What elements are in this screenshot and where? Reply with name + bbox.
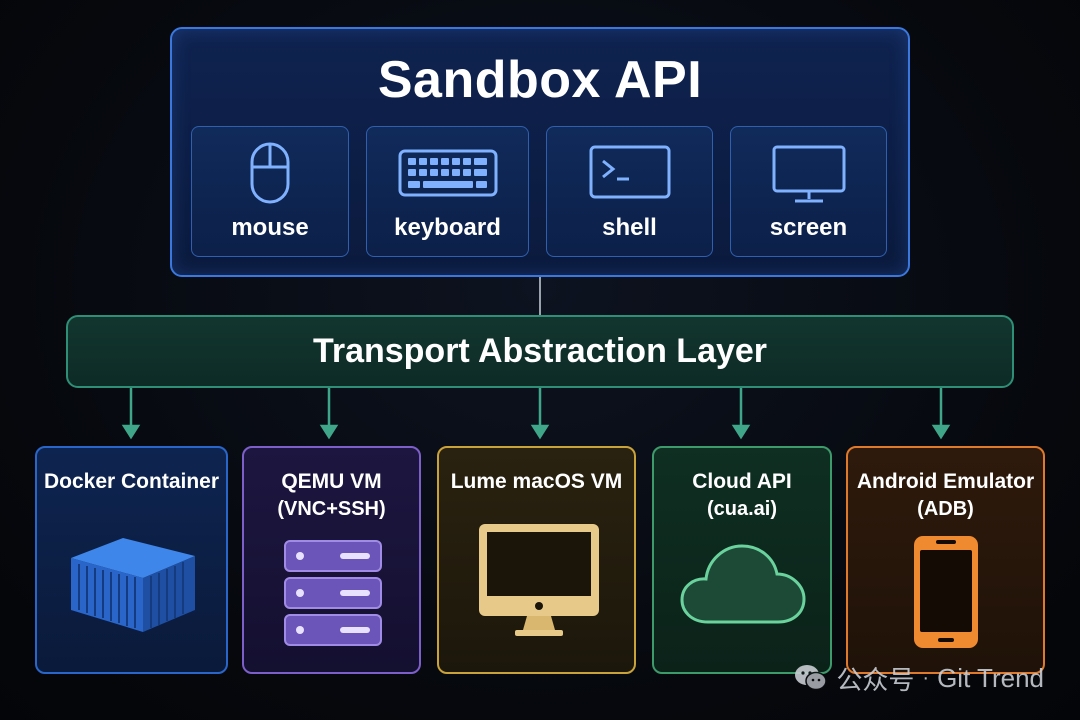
keyboard-icon xyxy=(367,141,528,205)
backend-docker: Docker Container xyxy=(35,446,228,674)
cloud-icon xyxy=(680,544,806,624)
api-tile-label: shell xyxy=(602,214,657,241)
backend-title: Lume macOS VM xyxy=(450,470,623,493)
watermark: 公众号 · Git Trend xyxy=(794,660,1044,696)
mouse-icon xyxy=(192,141,348,205)
api-tile-mouse: mouse xyxy=(191,126,349,257)
desktop-computer-icon xyxy=(479,524,599,636)
backend-qemu: QEMU VM (VNC+SSH) xyxy=(242,446,421,674)
api-tile-shell: shell xyxy=(546,126,713,257)
backend-subtitle: (VNC+SSH) xyxy=(277,498,386,520)
backend-subtitle: (ADB) xyxy=(917,498,974,520)
watermark-source: 公众号 xyxy=(836,664,915,695)
backend-title: QEMU VM xyxy=(281,470,382,493)
backend-title: Android Emulator xyxy=(856,470,1035,493)
api-tile-screen: screen xyxy=(730,126,887,257)
server-stack-icon xyxy=(284,540,382,646)
sandbox-api-title: Sandbox API xyxy=(377,51,703,109)
transport-layer-box xyxy=(66,315,1014,388)
backend-android: Android Emulator (ADB) xyxy=(846,446,1045,674)
smartphone-icon xyxy=(914,536,978,648)
api-tile-keyboard: keyboard xyxy=(366,126,529,257)
backend-subtitle: (cua.ai) xyxy=(706,498,778,520)
backend-lume: Lume macOS VM xyxy=(437,446,636,674)
backend-cloud: Cloud API (cua.ai) xyxy=(652,446,832,674)
monitor-icon xyxy=(731,141,886,205)
backend-title: Docker Container xyxy=(43,470,220,493)
container-icon xyxy=(71,538,195,632)
api-tile-label: keyboard xyxy=(394,214,501,241)
terminal-icon xyxy=(547,141,712,205)
wechat-icon xyxy=(795,665,828,691)
api-tile-label: screen xyxy=(769,214,848,241)
watermark-name: Git Trend xyxy=(937,662,1044,693)
transport-layer-label: Transport Abstraction Layer xyxy=(312,332,768,370)
backend-title: Cloud API xyxy=(692,470,792,493)
api-tile-label: mouse xyxy=(231,214,309,241)
watermark-separator: · xyxy=(922,666,930,689)
